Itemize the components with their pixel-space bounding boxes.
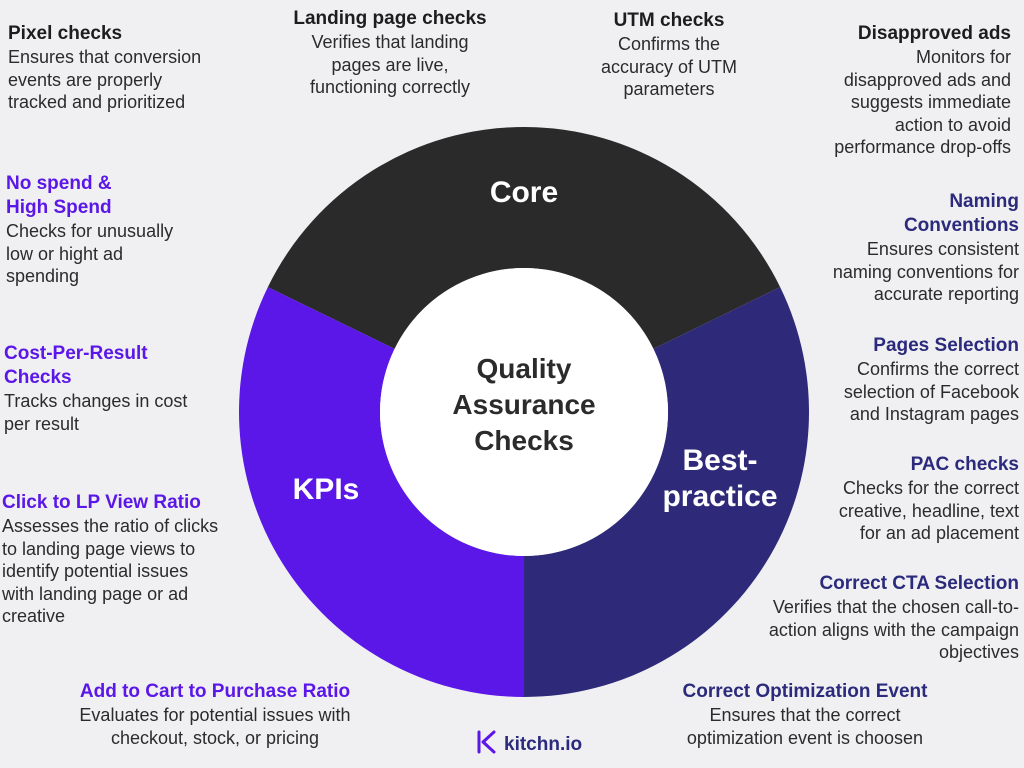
segment-core-label: Core: [490, 176, 558, 209]
block-cost-per-result-title: Cost-Per-Result Checks: [4, 343, 148, 388]
block-utm-checks: UTM checks Confirms the accuracy of UTM …: [574, 9, 764, 101]
block-pixel-checks: Pixel checks Ensures that conversion eve…: [8, 22, 258, 114]
center-title-line1: Quality: [477, 353, 572, 384]
block-cost-per-result-desc: Tracks changes in cost per result: [4, 391, 188, 434]
block-correct-cta-selection-desc: Verifies that the chosen call-to- action…: [768, 597, 1019, 662]
block-disapproved-ads-title: Disapproved ads: [857, 23, 1011, 44]
segment-best-practice: [524, 287, 810, 697]
segment-core: [267, 127, 781, 349]
block-add-to-cart-ratio-title: Add to Cart to Purchase Ratio: [79, 681, 351, 702]
block-naming-conventions: Naming Conventions Ensures consistent na…: [790, 190, 1019, 306]
block-cost-per-result: Cost-Per-Result Checks Tracks changes in…: [4, 342, 234, 435]
block-correct-optimization-event-desc: Ensures that the correct optimization ev…: [686, 705, 924, 748]
block-pages-selection-title: Pages Selection: [873, 335, 1019, 356]
block-landing-page-checks-desc: Verifies that landing pages are live, fu…: [309, 32, 471, 97]
kitchn-logo-text: kitchn.io: [504, 733, 583, 755]
block-no-spend-high-spend-desc: Checks for unusually low or hight ad spe…: [6, 221, 174, 286]
donut-hole: [380, 268, 668, 556]
block-correct-optimization-event-title: Correct Optimization Event: [682, 681, 928, 702]
block-utm-checks-title: UTM checks: [613, 10, 725, 31]
center-title-line3: Checks: [474, 425, 574, 456]
block-click-to-lp-view-ratio: Click to LP View Ratio Assesses the rati…: [2, 491, 262, 628]
block-correct-optimization-event: Correct Optimization Event Ensures that …: [640, 680, 970, 749]
block-add-to-cart-ratio: Add to Cart to Purchase Ratio Evaluates …: [40, 680, 390, 749]
segment-kpis: [238, 287, 525, 697]
block-click-to-lp-view-ratio-desc: Assesses the ratio of clicks to landing …: [2, 516, 219, 626]
block-disapproved-ads: Disapproved ads Monitors for disapproved…: [780, 22, 1011, 159]
block-add-to-cart-ratio-desc: Evaluates for potential issues with chec…: [79, 705, 351, 748]
block-pac-checks: PAC checks Checks for the correct creati…: [800, 453, 1019, 545]
block-pages-selection-desc: Confirms the correct selection of Facebo…: [843, 359, 1019, 424]
block-pages-selection: Pages Selection Confirms the correct sel…: [800, 334, 1019, 426]
block-disapproved-ads-desc: Monitors for disapproved ads and suggest…: [834, 47, 1011, 157]
segment-best-label-line1: Best-: [682, 444, 757, 477]
block-naming-conventions-title: Naming Conventions: [903, 191, 1019, 236]
block-landing-page-checks: Landing page checks Verifies that landin…: [270, 7, 510, 99]
kitchn-logo: kitchn.io: [476, 730, 582, 759]
block-correct-cta-selection-title: Correct CTA Selection: [819, 573, 1019, 594]
block-pixel-checks-title: Pixel checks: [8, 23, 123, 44]
block-utm-checks-desc: Confirms the accuracy of UTM parameters: [600, 34, 738, 99]
kitchn-k-icon: [476, 730, 498, 759]
center-title-line2: Assurance: [452, 389, 595, 420]
block-no-spend-high-spend: No spend & High Spend Checks for unusual…: [6, 172, 226, 288]
block-click-to-lp-view-ratio-title: Click to LP View Ratio: [2, 492, 201, 513]
block-pac-checks-desc: Checks for the correct creative, headlin…: [838, 478, 1019, 543]
block-correct-cta-selection: Correct CTA Selection Verifies that the …: [730, 572, 1019, 664]
block-naming-conventions-desc: Ensures consistent naming conventions fo…: [832, 239, 1019, 304]
block-no-spend-high-spend-title: No spend & High Spend: [6, 173, 112, 218]
segment-kpis-label: KPIs: [293, 473, 360, 506]
block-pac-checks-title: PAC checks: [910, 454, 1019, 475]
segment-best-label-line2: practice: [662, 480, 777, 513]
block-pixel-checks-desc: Ensures that conversion events are prope…: [8, 47, 202, 112]
block-landing-page-checks-title: Landing page checks: [293, 8, 487, 29]
